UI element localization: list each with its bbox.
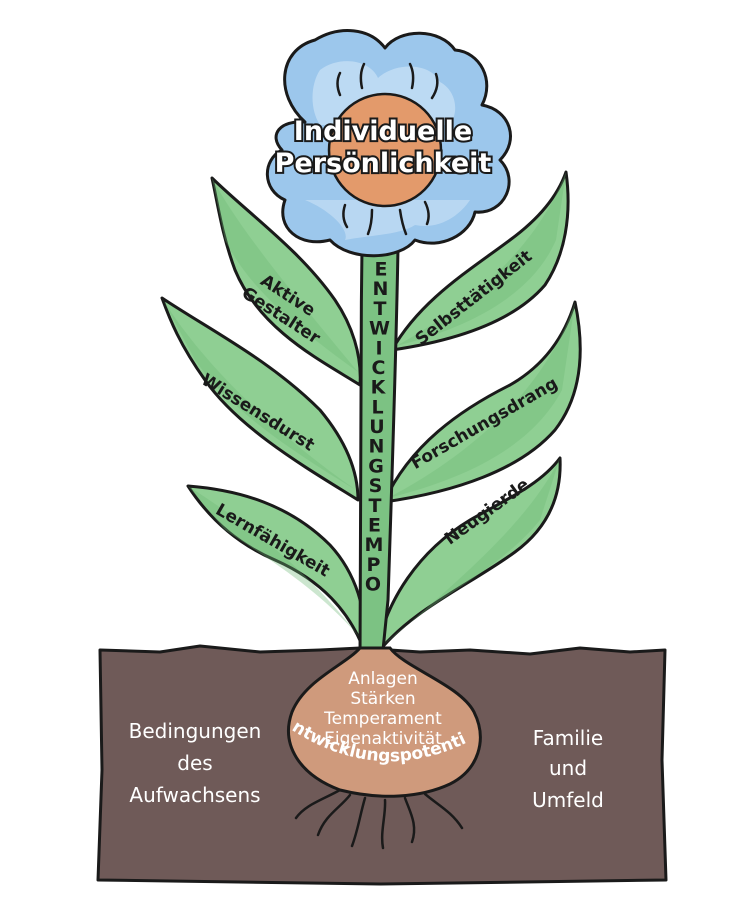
flower-title-line1: Individuelle	[294, 116, 472, 147]
stem-letter: W	[369, 318, 390, 340]
soil-left-line2: des	[177, 751, 212, 775]
stem-letter: C	[372, 357, 386, 379]
stem-letter: E	[375, 259, 388, 281]
stem-letter: K	[371, 377, 387, 399]
soil-right-line3: Umfeld	[532, 788, 604, 812]
stem-letter: M	[365, 534, 384, 556]
stem-letter: G	[368, 455, 384, 477]
stem-letter: P	[367, 554, 381, 576]
soil-right-line2: und	[549, 756, 587, 780]
stem-letter: U	[369, 416, 384, 438]
bulb-line-staerken: Stärken	[350, 689, 415, 709]
soil-left-line1: Bedingungen	[129, 719, 262, 743]
stem-letter: N	[369, 436, 385, 458]
stem-letter: N	[373, 278, 389, 300]
stem-letter: T	[374, 298, 387, 320]
stem-letter: L	[371, 396, 383, 418]
bulb-line-temperament: Temperament	[323, 709, 442, 729]
stem-letter: S	[369, 475, 383, 497]
soil-right-line1: Familie	[533, 726, 603, 750]
stem-letter: E	[368, 514, 381, 536]
soil-left-line3: Aufwachsens	[129, 783, 260, 807]
stem-letter: O	[365, 574, 381, 596]
bulb-line-anlagen: Anlagen	[348, 669, 418, 689]
flower-title-line2: Persönlichkeit	[275, 148, 492, 179]
